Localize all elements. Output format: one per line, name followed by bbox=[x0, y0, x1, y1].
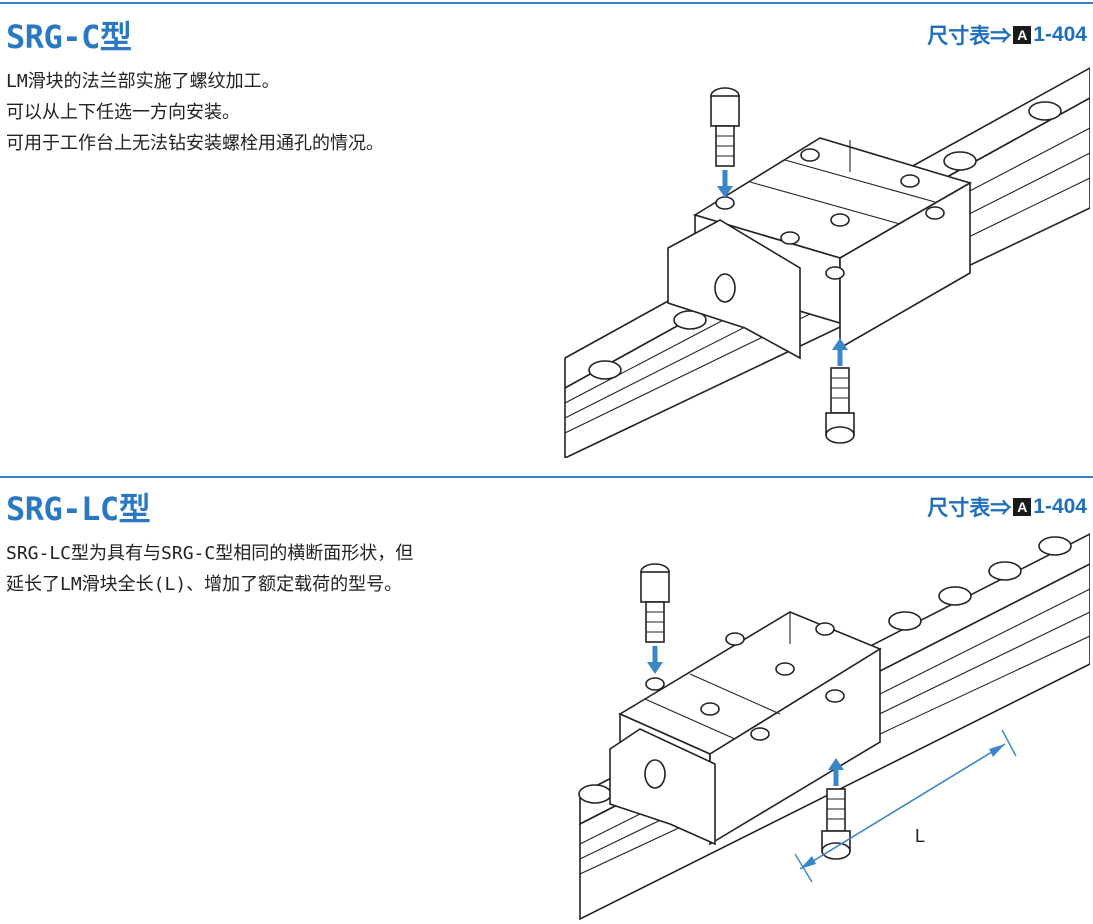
section-description: SRG-LC型为具有与SRG-C型相同的横断面形状，但 延长了LM滑块全长(L)… bbox=[6, 538, 546, 600]
dimension-label: L bbox=[915, 826, 925, 846]
section-title: SRG-LC型 bbox=[6, 490, 151, 528]
desc-line: 延长了LM滑块全长(L)、增加了额定载荷的型号。 bbox=[6, 574, 403, 595]
desc-line: 可以从上下任选一方向安装。 bbox=[6, 102, 240, 123]
a-badge-icon: A bbox=[1013, 498, 1032, 516]
srg-c-block-illustration bbox=[564, 67, 1090, 458]
section-srg-lc: SRG-LC型 尺寸表⇒ A 1-404 SRG-LC型为具有与SRG-C型相同… bbox=[0, 462, 1093, 922]
section-title: SRG-C型 bbox=[6, 18, 132, 56]
desc-line: SRG-LC型为具有与SRG-C型相同的横断面形状，但 bbox=[6, 543, 414, 564]
section-rule bbox=[0, 2, 1093, 4]
desc-line: 可用于工作台上无法钻安装螺栓用通孔的情况。 bbox=[6, 133, 384, 154]
page-ref: 1-404 bbox=[1033, 23, 1087, 46]
dim-table-label: 尺寸表⇒ bbox=[927, 25, 1012, 48]
srg-lc-block-illustration: L bbox=[578, 533, 1090, 921]
section-rule bbox=[0, 476, 1093, 478]
a-badge-icon: A bbox=[1013, 26, 1032, 44]
section-description: LM滑块的法兰部实施了螺纹加工。 可以从上下任选一方向安装。 可用于工作台上无法… bbox=[6, 66, 546, 159]
page-ref: 1-404 bbox=[1033, 495, 1087, 518]
dimension-table-link[interactable]: 尺寸表⇒ A 1-404 bbox=[927, 492, 1087, 522]
dimension-table-link[interactable]: 尺寸表⇒ A 1-404 bbox=[927, 20, 1087, 50]
dim-table-label: 尺寸表⇒ bbox=[927, 497, 1012, 520]
desc-line: LM滑块的法兰部实施了螺纹加工。 bbox=[6, 71, 280, 92]
section-srg-c: SRG-C型 尺寸表⇒ A 1-404 LM滑块的法兰部实施了螺纹加工。 可以从… bbox=[0, 0, 1093, 460]
